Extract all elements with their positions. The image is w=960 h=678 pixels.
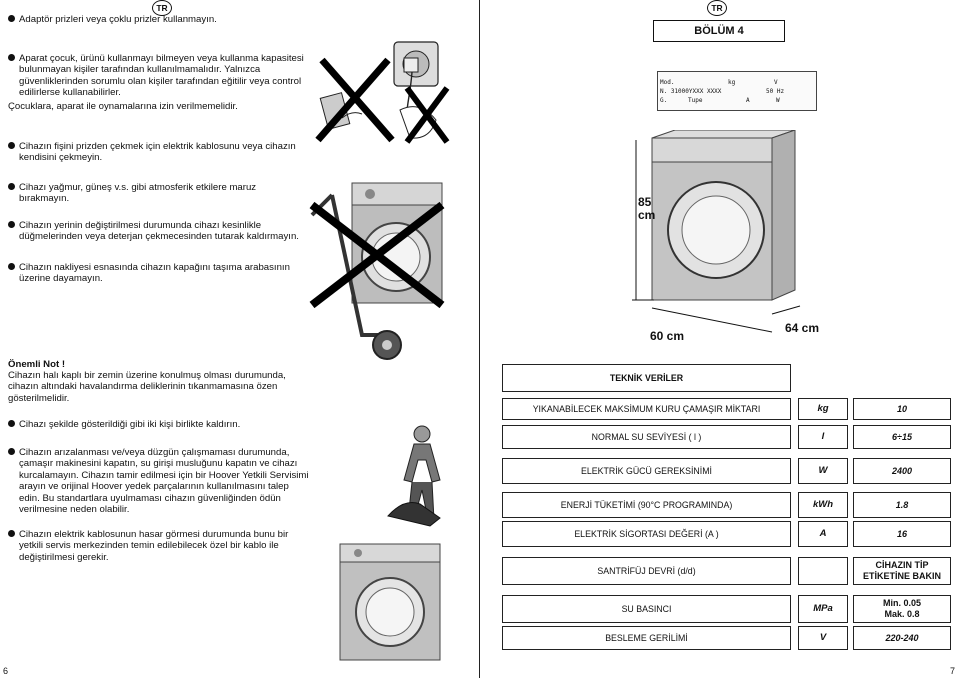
spec-label: NORMAL SU SEVİYESİ ( l ) (502, 425, 791, 449)
dimension-width: 60 cm (650, 329, 685, 343)
plate-type: Tupe (688, 97, 703, 104)
plate-g: G. (660, 97, 668, 104)
dimension-height: 85 cm (638, 195, 656, 222)
language-badge-right: TR (707, 0, 727, 16)
spec-label: BESLEME GERİLİMİ (502, 626, 791, 650)
bullet-dot (8, 142, 15, 149)
plate-a: A (746, 97, 750, 104)
bullet-dot (8, 183, 15, 190)
spec-unit: kg (798, 398, 848, 420)
spec-unit: A (798, 521, 848, 547)
bullet-item: Cihazın yerinin değiştirilmesi durumunda… (8, 220, 319, 243)
spec-label: SU BASINCI (502, 595, 791, 623)
spec-value: 6÷15 (853, 425, 951, 449)
page-number-left: 6 (3, 666, 9, 676)
bullet-dot (8, 530, 15, 537)
bullet-dot (8, 54, 15, 61)
two-person-lift-illustration (387, 425, 441, 527)
unplug-illustration (315, 41, 450, 144)
plate-serial: N. 31000YXXX XXXX (660, 88, 722, 95)
intro-bullet: Adaptör prizleri veya çoklu prizler kull… (8, 14, 309, 25)
page-number-right: 7 (950, 666, 956, 676)
plate-v: V (774, 79, 778, 86)
washer-dimensions-illustration (632, 130, 801, 333)
spec-value: 2400 (853, 458, 951, 484)
bullet-dot (8, 263, 15, 270)
spec-unit: W (798, 458, 848, 484)
bullet-item: Cihazın nakliyesi esnasında cihazın kapa… (8, 262, 319, 285)
note-title: Önemli Not ! (8, 359, 66, 370)
spec-unit (798, 557, 848, 585)
page-divider (479, 0, 480, 678)
spec-label: ENERJİ TÜKETİMİ (90°C PROGRAMINDA) (502, 492, 791, 518)
specs-title: TEKNİK VERİLER (502, 364, 791, 392)
plate-w: W (776, 97, 780, 104)
spec-label: SANTRİFÜJ DEVRİ (d/d) (502, 557, 791, 585)
spec-label: ELEKTRİK SİGORTASI DEĞERİ (A ) (502, 521, 791, 547)
note-text: Cihazın halı kaplı bir zemin üzerine kon… (8, 370, 286, 404)
intro-text: Adaptör prizleri veya çoklu prizler kull… (19, 14, 217, 25)
spec-unit: MPa (798, 595, 848, 623)
trolley-illustration (309, 182, 445, 360)
spec-unit: l (798, 425, 848, 449)
washer-small-illustration (339, 543, 441, 661)
bullet-dot (8, 15, 15, 22)
spec-label: YIKANABİLECEK MAKSİMUM KURU ÇAMAŞIR MİKT… (502, 398, 791, 420)
bullet-item: Cihazın elektrik kablosunun hasar görmes… (8, 529, 309, 563)
spec-value: Min. 0.05 Mak. 0.8 (853, 595, 951, 623)
spec-unit: V (798, 626, 848, 650)
bullet-item: Cihazın fişini prizden çekmek için elekt… (8, 141, 309, 164)
bullet-dot (8, 221, 15, 228)
spec-value: CİHAZIN TİP ETİKETİNE BAKIN (853, 557, 951, 585)
spec-value: 10 (853, 398, 951, 420)
dimension-depth: 64 cm (785, 321, 820, 335)
plate-kg: kg (728, 79, 736, 86)
plate-mod: Mod. (660, 79, 675, 86)
spec-value: 1.8 (853, 492, 951, 518)
rating-plate: Mod. N. 31000YXXX XXXX G. Tupe kg A V 50… (657, 71, 817, 111)
spec-label: ELEKTRİK GÜCÜ GEREKSİNİMİ (502, 458, 791, 484)
spec-value: 16 (853, 521, 951, 547)
bullet-item: Aparat çocuk, ürünü kullanmayı bilmeyen … (8, 53, 309, 99)
bullet-item: Çocuklara, aparat ile oynamalarına izin … (8, 101, 238, 112)
spec-value: 220-240 (853, 626, 951, 650)
spec-unit: kWh (798, 492, 848, 518)
section-title: BÖLÜM 4 (653, 20, 785, 42)
plate-hz: 50 Hz (766, 88, 785, 95)
bullet-dot (8, 448, 15, 455)
bullet-item: Cihazı şekilde gösterildiği gibi iki kiş… (8, 419, 309, 430)
bullet-dot (8, 420, 15, 427)
language-badge-left: TR (152, 0, 172, 16)
bullet-item: Cihazı yağmur, güneş v.s. gibi atmosferi… (8, 182, 289, 205)
bullet-item: Cihazın arızalanması ve/veya düzgün çalı… (8, 447, 309, 515)
